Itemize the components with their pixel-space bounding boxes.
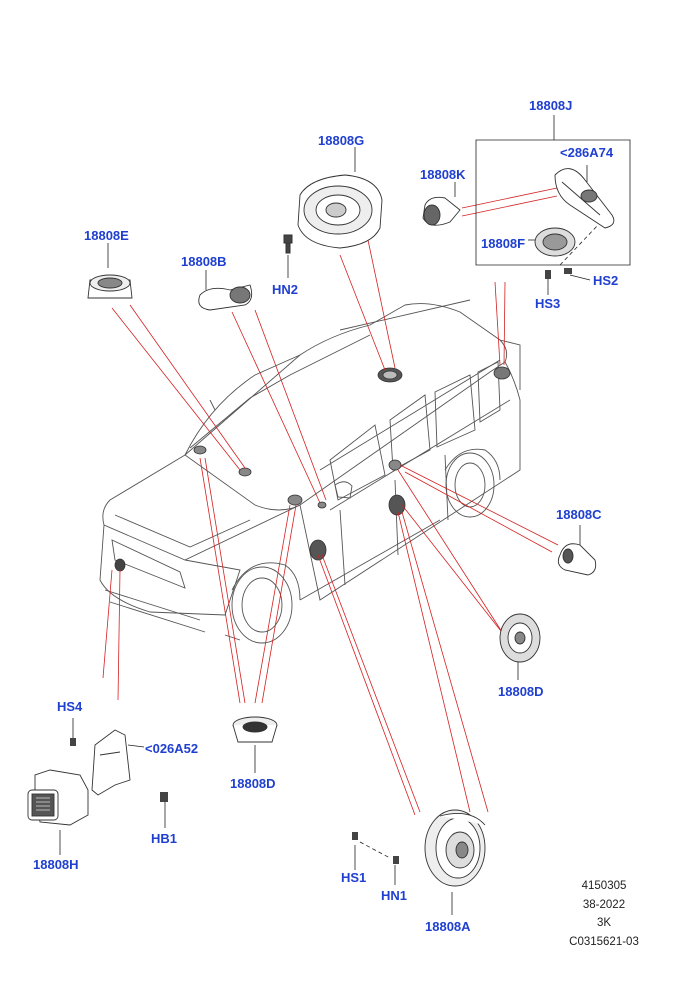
reference-date: 38-2022 <box>582 898 626 911</box>
illustration-number: C0315621-03 <box>569 935 639 948</box>
bolt-hn1 <box>393 856 399 864</box>
callout-hn1[interactable]: HN1 <box>381 888 408 903</box>
speaker-18808d-bottom <box>232 716 278 743</box>
vehicle-illustration <box>99 299 521 644</box>
callout-18808e[interactable]: 18808E <box>84 228 129 243</box>
reference-code: 3K <box>596 917 612 929</box>
screw-hs3 <box>545 270 551 279</box>
bracket-286a74 <box>554 168 615 229</box>
speaker-locations <box>114 366 511 572</box>
amplifier-18808h <box>27 769 89 826</box>
callout-18808b[interactable]: 18808B <box>181 254 227 269</box>
callout-hs3[interactable]: HS3 <box>535 296 561 311</box>
callout-18808f[interactable]: 18808F <box>481 236 526 251</box>
screw-hs1 <box>352 832 358 840</box>
speaker-18808a <box>424 809 486 887</box>
callout-18808k[interactable]: 18808K <box>420 167 466 182</box>
speaker-18808d-right <box>499 613 541 663</box>
bracket-18808c <box>557 543 597 576</box>
bolt-hn2 <box>283 234 293 254</box>
callout-hn2[interactable]: HN2 <box>272 282 299 297</box>
callout-18808g[interactable]: 18808G <box>318 133 365 148</box>
callout-hb1[interactable]: HB1 <box>151 831 178 846</box>
callout-hs4[interactable]: HS4 <box>57 699 83 714</box>
reference-number: 4150305 <box>581 880 627 892</box>
callout-18808h[interactable]: 18808H <box>33 857 79 872</box>
tweeter-18808k <box>422 196 461 226</box>
reference-block: 4150305 38-2022 3K C0315621-03 <box>554 877 654 951</box>
callout-hs1[interactable]: HS1 <box>341 870 367 885</box>
speaker-18808e <box>87 274 133 299</box>
tweeter-18808b <box>198 284 253 311</box>
bolt-hb1 <box>160 792 168 802</box>
callout-026a52[interactable]: <026A52 <box>145 741 199 756</box>
callout-18808d-bottom[interactable]: 18808D <box>230 776 276 791</box>
callout-lines <box>59 115 631 915</box>
speaker-18808g <box>297 174 383 249</box>
callout-hs2[interactable]: HS2 <box>593 273 619 288</box>
callout-286a74[interactable]: <286A74 <box>560 145 614 160</box>
bracket-026a52 <box>91 729 131 796</box>
callout-18808d-right[interactable]: 18808D <box>498 684 544 699</box>
leader-lines <box>102 187 559 816</box>
speaker-18808f <box>534 227 576 257</box>
callout-18808a[interactable]: 18808A <box>425 919 471 934</box>
screw-hs4 <box>70 738 76 746</box>
callout-18808j[interactable]: 18808J <box>529 98 573 113</box>
callout-18808c[interactable]: 18808C <box>556 507 602 522</box>
screw-hs2 <box>564 268 572 274</box>
